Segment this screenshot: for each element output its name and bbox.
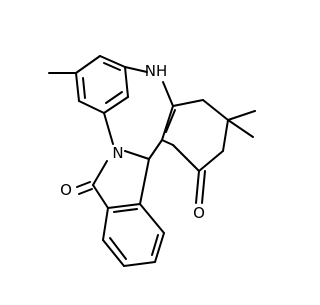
bond [139, 203, 165, 234]
bond [154, 232, 165, 263]
bond-inner [82, 77, 86, 99]
bond [75, 72, 80, 102]
bond-inner [151, 234, 159, 256]
bond [75, 55, 101, 74]
bond-inner [113, 208, 138, 213]
atom-n-h: NH [145, 62, 168, 80]
molecule-drawing: NH N O O [48, 55, 256, 267]
bond [227, 110, 256, 121]
bond [92, 160, 108, 186]
bond-layer [48, 55, 256, 267]
atom-o-left: O [60, 181, 72, 199]
structure-canvas: NH N O O [48, 55, 256, 267]
bond [124, 150, 150, 160]
bond [162, 81, 174, 107]
bond [222, 119, 229, 152]
atom-label-layer: NH N O O [60, 62, 205, 222]
bond [201, 170, 206, 204]
bond [227, 119, 254, 138]
bond [103, 112, 114, 145]
bond [76, 181, 91, 188]
bond [123, 261, 156, 267]
bond [124, 66, 148, 73]
bond [148, 139, 163, 160]
bond [161, 139, 174, 146]
bond [202, 99, 229, 121]
bond-inner [103, 62, 121, 71]
bond [161, 105, 174, 141]
bond [195, 170, 200, 204]
bond-inner [109, 237, 127, 260]
bond [102, 239, 125, 267]
bond-inner [105, 91, 123, 104]
bond-inner [165, 109, 176, 133]
bond [102, 207, 109, 241]
bond [103, 96, 129, 114]
bond [139, 158, 150, 205]
bond [78, 100, 105, 114]
bond [124, 66, 129, 98]
bond [198, 150, 224, 172]
bond [172, 144, 200, 172]
bond [172, 99, 204, 107]
bond [107, 203, 141, 209]
bond [78, 188, 93, 195]
bond [92, 184, 109, 209]
bond [99, 55, 126, 68]
atom-o-right: O [193, 204, 205, 222]
atom-n: N [112, 144, 123, 162]
